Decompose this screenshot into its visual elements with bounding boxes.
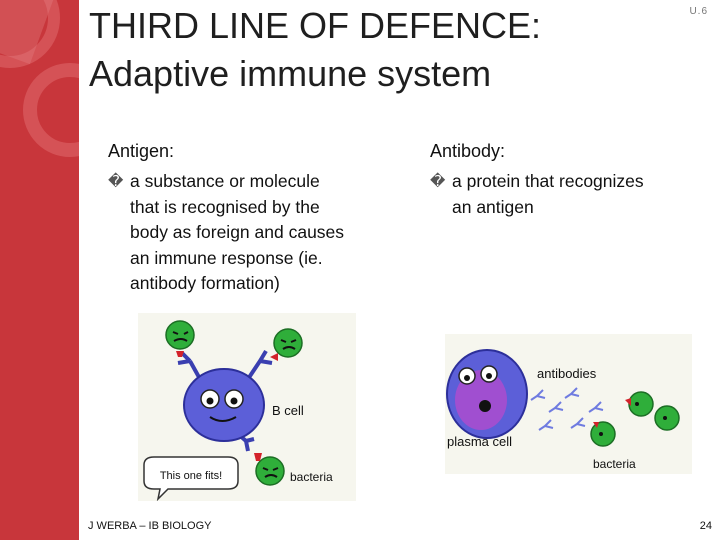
bcell-drawing: This one fits! B cell bacteria <box>138 313 356 502</box>
bcell-label: B cell <box>272 403 304 418</box>
speech-text: This one fits! <box>160 470 222 482</box>
footer-credit: J WERBA – IB BIOLOGY <box>88 520 212 532</box>
slide-code: U.6 <box>689 6 708 17</box>
antigen-heading: Antigen: <box>108 141 175 161</box>
slide-title: THIRD LINE OF DEFENCE: Adaptive immune s… <box>89 2 649 98</box>
antibody-definition: � a protein that recognizes an antigen <box>430 169 710 224</box>
antigen-line-4: an immune response (ie. <box>130 247 323 268</box>
bcell-bacteria-label: bacteria <box>290 470 333 484</box>
antibody-heading: Antibody: <box>430 141 506 161</box>
plasma-cell-label: plasma cell <box>447 434 512 449</box>
sidebar-rings-graphic <box>0 0 79 157</box>
antigen-line-5: antibody formation) <box>130 273 280 293</box>
title-line-1: THIRD LINE OF DEFENCE: <box>89 5 542 46</box>
antigen-line-1: a substance or molecule <box>130 171 320 191</box>
title-line-2: Adaptive immune system <box>89 53 492 94</box>
page-number: 24 <box>699 520 712 532</box>
bcell-illustration: This one fits! B cell bacteria <box>138 313 356 502</box>
plasma-cell-illustration: antibodies plasma cell bacteria <box>445 334 692 474</box>
bullet-mark: � <box>108 173 124 190</box>
sidebar-decoration <box>0 0 79 540</box>
antigen-line-2: that is recognised by the <box>130 196 320 217</box>
antibody-line-1: a protein that recognizes <box>452 171 644 191</box>
plasma-cell-drawing: antibodies plasma cell bacteria <box>445 334 692 474</box>
antibody-line-2: an antigen <box>452 196 534 217</box>
antigen-line-3: body as foreign and causes <box>130 222 345 242</box>
antibodies-label: antibodies <box>537 366 597 381</box>
antigen-definition: � a substance or molecule that is recogn… <box>108 169 408 299</box>
plasma-bacteria-label: bacteria <box>593 457 636 471</box>
bullet-mark: � <box>430 173 446 190</box>
